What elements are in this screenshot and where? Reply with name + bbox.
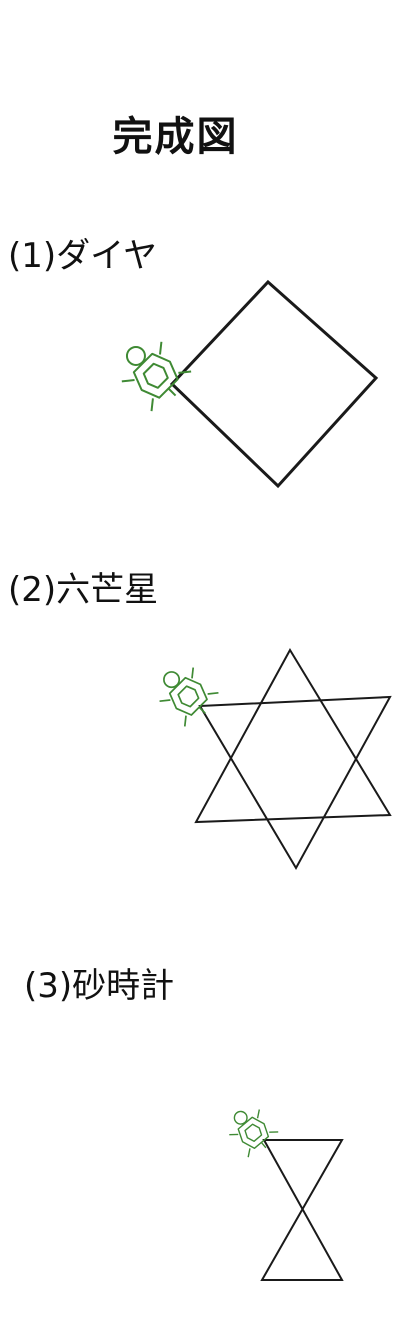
figure-label-diamond: (1)ダイヤ <box>8 236 158 276</box>
turtle-icon <box>121 341 192 412</box>
diamond-shape <box>169 279 379 489</box>
hourglass-shape <box>260 1139 344 1281</box>
figure-label-hexagram: (2)六芒星 <box>8 570 159 610</box>
page-title: 完成図 <box>112 114 239 160</box>
hexagram-triangle-up <box>194 647 392 824</box>
figure-label-hourglass: (3)砂時計 <box>24 966 175 1006</box>
turtle-icon <box>229 1109 279 1158</box>
turtle-icon <box>159 667 219 727</box>
hexagram-triangle-down <box>198 695 392 871</box>
